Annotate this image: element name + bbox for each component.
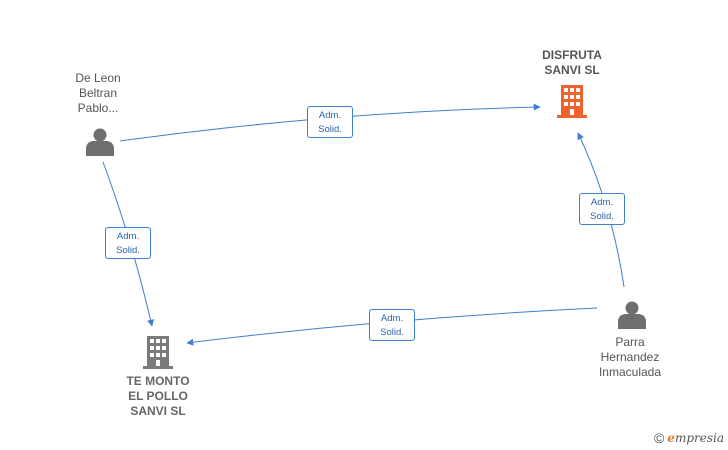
edge-label-adm-solid: Adm. Solid. [105,227,151,259]
person-icon [618,301,646,329]
copyright-symbol: © [653,430,665,446]
node-label-de-leon[interactable]: De Leon Beltran Pablo... [75,71,121,115]
empresia-logo: empresia [667,431,724,445]
node-label-disfruta[interactable]: DISFRUTA SANVI SL [542,48,602,77]
edge-label-adm-solid: Adm. Solid. [579,193,625,225]
edge-label-adm-solid: Adm. Solid. [307,106,353,138]
brand-footer: © empresia [654,430,724,446]
building-icon [557,85,587,118]
node-label-parra[interactable]: Parra Hernandez Inmaculada [598,335,662,379]
building-icon [143,336,173,369]
person-icon [86,128,114,156]
node-label-te-monto[interactable]: TE MONTO EL POLLO SANVI SL [126,374,190,418]
edge-label-adm-solid: Adm. Solid. [369,309,415,341]
